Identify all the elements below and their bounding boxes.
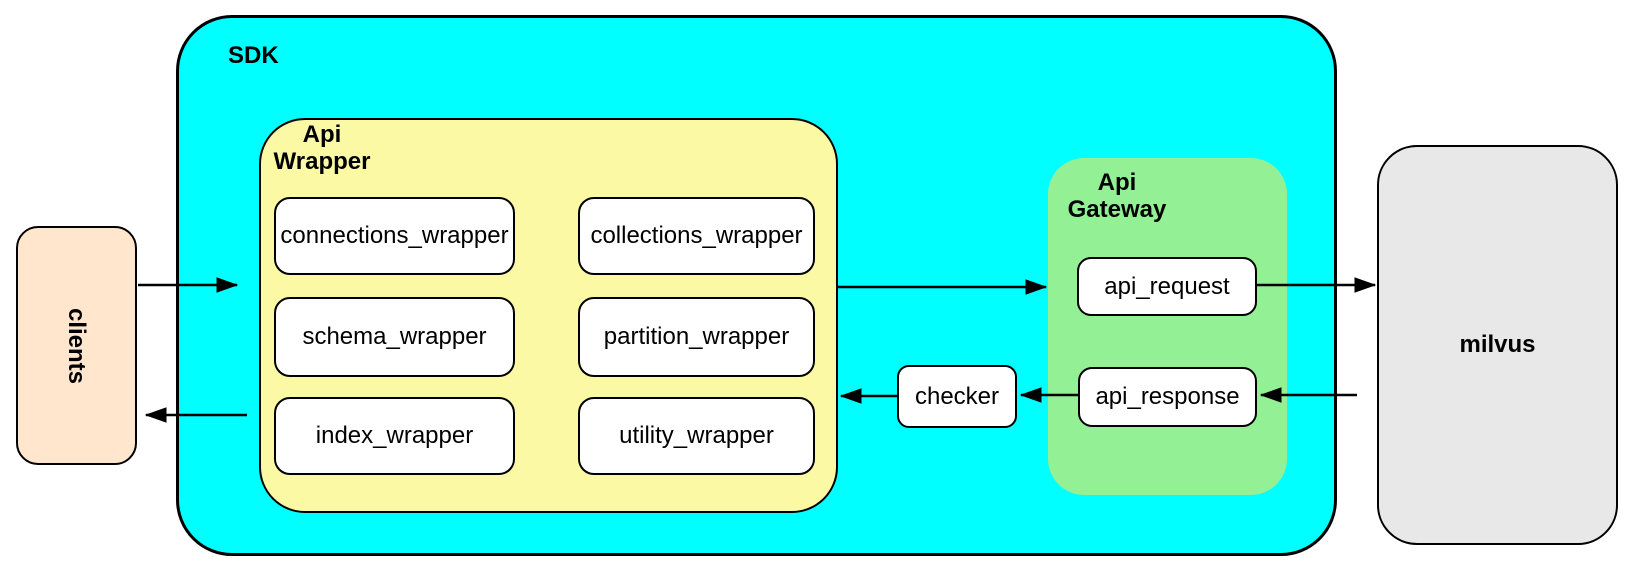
node-connections-wrapper: connections_wrapper bbox=[274, 197, 515, 275]
node-collections-wrapper: collections_wrapper bbox=[578, 197, 815, 275]
node-schema-wrapper: schema_wrapper bbox=[274, 297, 515, 377]
sdk-label: SDK bbox=[228, 42, 279, 69]
node-index-wrapper: index_wrapper bbox=[274, 397, 515, 475]
node-api-request: api_request bbox=[1077, 257, 1257, 316]
node-clients bbox=[16, 226, 137, 465]
node-milvus bbox=[1377, 145, 1618, 545]
node-partition-wrapper: partition_wrapper bbox=[578, 297, 815, 377]
node-checker: checker bbox=[897, 365, 1017, 428]
node-utility-wrapper: utility_wrapper bbox=[578, 397, 815, 475]
api-gateway-label: Api Gateway bbox=[1067, 169, 1167, 223]
node-api-response: api_response bbox=[1078, 367, 1257, 427]
api-wrapper-label: Api Wrapper bbox=[273, 121, 371, 175]
api-gateway-container bbox=[1048, 158, 1287, 495]
node-milvus-label: milvus bbox=[1459, 331, 1536, 358]
node-clients-label: clients bbox=[63, 307, 91, 384]
